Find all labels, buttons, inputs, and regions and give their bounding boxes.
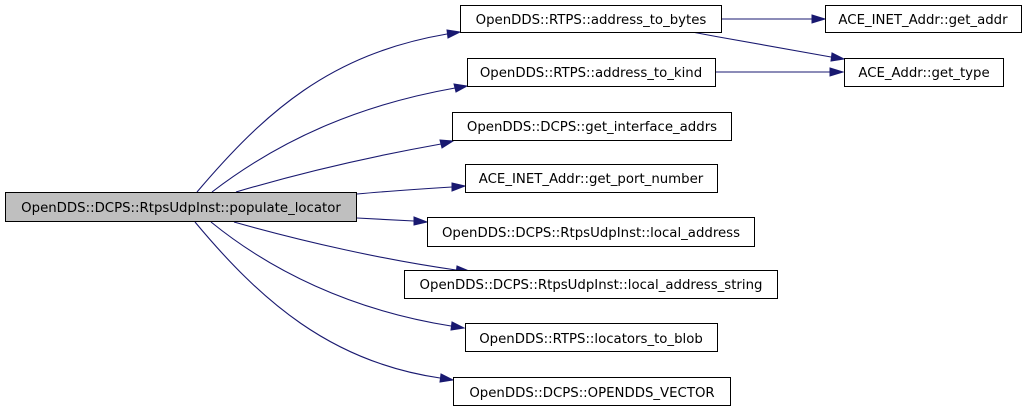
graph-node-local-address-string[interactable]: OpenDDS::DCPS::RtpsUdpInst::local_addres… (404, 270, 778, 299)
arrowhead (439, 373, 455, 383)
arrowhead (446, 29, 462, 39)
graph-node-get-interface-addrs[interactable]: OpenDDS::DCPS::get_interface_addrs (452, 112, 732, 141)
graph-node-get-type[interactable]: ACE_Addr::get_type (844, 58, 1004, 87)
node-label: OpenDDS::RTPS::locators_to_blob (479, 332, 703, 347)
arrowhead (413, 216, 429, 226)
node-box (844, 58, 1004, 87)
node-box (427, 217, 755, 247)
arrowhead (439, 139, 455, 149)
edge-root-locators-to-blob (210, 221, 452, 327)
arrowhead (453, 83, 469, 93)
node-label: ACE_INET_Addr::get_port_number (479, 172, 704, 187)
node-label: OpenDDS::DCPS::RtpsUdpInst::local_addres… (420, 278, 763, 293)
edge-root-address-to-bytes (196, 33, 448, 193)
graph-node-address-to-bytes[interactable]: OpenDDS::RTPS::address_to_bytes (460, 5, 722, 33)
node-box (453, 377, 731, 406)
node-label: OpenDDS::DCPS::get_interface_addrs (467, 120, 717, 135)
node-box (825, 5, 1022, 33)
graph-node-locators-to-blob[interactable]: OpenDDS::RTPS::locators_to_blob (465, 323, 718, 352)
edge-address-to-bytes-get-type (691, 31, 832, 58)
arrowhead (451, 182, 467, 192)
arrowhead (830, 52, 846, 62)
node-label: ACE_INET_Addr::get_addr (838, 13, 1008, 28)
edge-root-get-port-number (356, 186, 453, 195)
graph-node-local-address[interactable]: OpenDDS::DCPS::RtpsUdpInst::local_addres… (427, 217, 755, 247)
node-label: OpenDDS::RTPS::address_to_bytes (476, 13, 707, 28)
node-label: OpenDDS::DCPS::RtpsUdpInst::populate_loc… (21, 201, 341, 216)
arrowhead (829, 67, 845, 77)
node-box (5, 192, 357, 222)
graph-node-address-to-kind[interactable]: OpenDDS::RTPS::address_to_kind (467, 58, 716, 87)
graph-node-opendds-vector[interactable]: OpenDDS::DCPS::OPENDDS_VECTOR (453, 377, 731, 406)
node-label: ACE_Addr::get_type (858, 66, 989, 81)
edge-root-local-address (356, 217, 415, 222)
edges (194, 14, 846, 383)
node-label: OpenDDS::RTPS::address_to_kind (480, 66, 702, 81)
edge-root-local-address-string (233, 221, 457, 271)
edge-root-get-interface-addrs (235, 143, 442, 193)
graph-node-get-addr[interactable]: ACE_INET_Addr::get_addr (825, 5, 1022, 33)
edge-root-opendds-vector (194, 221, 441, 379)
node-box (465, 323, 718, 352)
node-box (460, 5, 722, 33)
node-box (465, 164, 718, 193)
arrowhead (450, 321, 466, 331)
arrowhead (811, 14, 827, 24)
edge-root-address-to-kind (211, 87, 456, 193)
node-label: OpenDDS::DCPS::OPENDDS_VECTOR (469, 386, 714, 401)
node-box (452, 112, 732, 141)
graph-node-root[interactable]: OpenDDS::DCPS::RtpsUdpInst::populate_loc… (5, 192, 357, 222)
graph-node-get-port-number[interactable]: ACE_INET_Addr::get_port_number (465, 164, 718, 193)
node-label: OpenDDS::DCPS::RtpsUdpInst::local_addres… (442, 226, 740, 241)
node-box (467, 58, 716, 87)
node-box (404, 270, 778, 299)
